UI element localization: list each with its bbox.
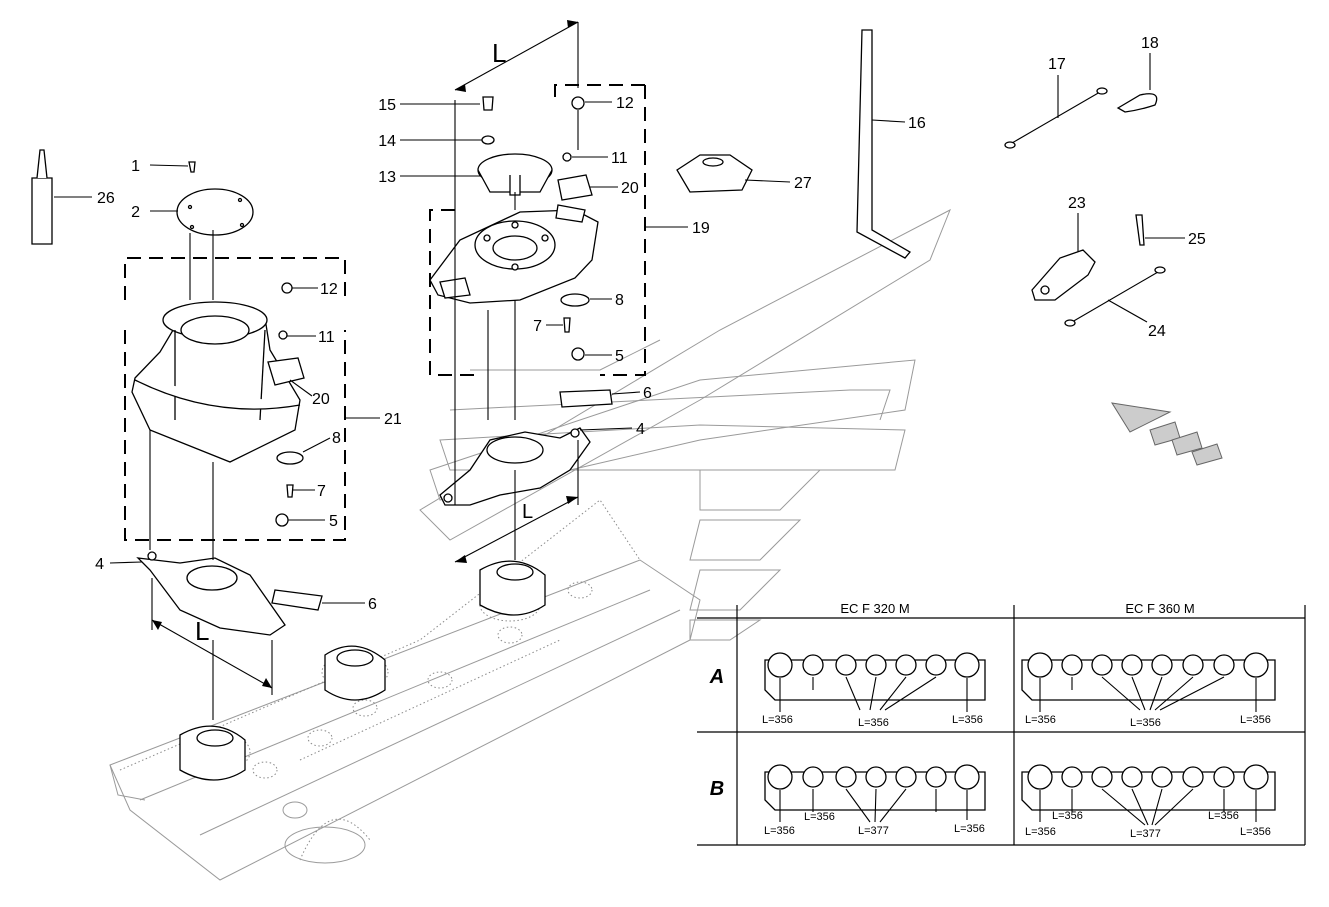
callout-15: 15: [378, 97, 396, 114]
callout-20: 20: [621, 180, 639, 197]
callout-27: 27: [794, 175, 812, 192]
callout-17: 17: [1048, 56, 1066, 73]
callout-19: 19: [692, 220, 710, 237]
loose-parts: [676, 29, 1223, 466]
a360-label-1: L=356: [1025, 714, 1056, 726]
b360-label-2: L=356: [1052, 810, 1083, 822]
callout-21: 21: [384, 411, 402, 428]
a360-label-2: L=356: [1130, 717, 1161, 729]
callout-18: 18: [1141, 35, 1159, 52]
a320-label-3: L=356: [952, 714, 983, 726]
cutterbar-a-360: L=356 L=356 L=356: [1021, 652, 1276, 729]
b320-label-1: L=356: [764, 825, 795, 837]
callout-2: 2: [131, 204, 140, 221]
b320-label-2: L=356: [804, 811, 835, 823]
leader-lines: [54, 53, 1185, 604]
callout-5: 5: [329, 513, 338, 530]
row-label-b: B: [710, 778, 724, 800]
callout-7: 7: [317, 483, 326, 500]
callout-11: 11: [611, 150, 628, 167]
callout-16: 16: [908, 115, 926, 132]
callout-24: 24: [1148, 323, 1166, 340]
callout-6: 6: [643, 385, 652, 402]
cutterbar-a-320: L=356 L=356 L=356: [762, 652, 986, 729]
callout-11: 11: [318, 329, 335, 346]
b320-label-4: L=356: [954, 823, 985, 835]
middle-assembly: [429, 20, 646, 563]
callout-13: 13: [378, 169, 396, 186]
callout-5: 5: [615, 348, 624, 365]
cutterbar-b-320: L=356 L=356 L=377 L=356: [764, 764, 986, 837]
callout-6: 6: [368, 596, 377, 613]
a320-label-2: L=356: [858, 717, 889, 729]
b360-label-5: L=356: [1240, 826, 1271, 838]
a320-label-1: L=356: [762, 714, 793, 726]
table-header-ecf360m: EC F 360 M: [1125, 601, 1194, 616]
callout-26: 26: [97, 190, 115, 207]
a360-label-3: L=356: [1240, 714, 1271, 726]
configuration-table: EC F 320 M EC F 360 M A B L=356 L=356 L=…: [697, 601, 1306, 846]
b360-label-3: L=377: [1130, 828, 1161, 840]
table-header-ecf320m: EC F 320 M: [840, 601, 909, 616]
dimension-label-left: L: [195, 616, 209, 646]
callout-4: 4: [95, 556, 104, 573]
callout-4: 4: [636, 421, 645, 438]
callout-8: 8: [615, 292, 624, 309]
callout-12: 12: [616, 95, 634, 112]
dimension-label-middle: L: [522, 501, 533, 523]
callout-14: 14: [378, 133, 396, 150]
cutter-bar-outline: [109, 499, 701, 881]
cutterbar-b-360: L=356 L=356 L=377 L=356 L=356: [1021, 764, 1276, 840]
b360-label-4: L=356: [1208, 810, 1239, 822]
b320-label-3: L=377: [858, 825, 889, 837]
left-assembly: [31, 149, 546, 781]
callout-1: 1: [131, 158, 140, 175]
dimension-label-top: L: [492, 38, 506, 68]
callout-8: 8: [332, 430, 341, 447]
callout-20: 20: [312, 391, 330, 408]
b360-label-1: L=356: [1025, 826, 1056, 838]
row-label-a: A: [709, 666, 724, 688]
callout-labels: 1 2 26 12 11 20 21 8 7 5 4 6 15 14 13 12…: [95, 35, 1206, 646]
callout-25: 25: [1188, 231, 1206, 248]
callout-12: 12: [320, 281, 338, 298]
callout-7: 7: [533, 318, 542, 335]
callout-23: 23: [1068, 195, 1086, 212]
